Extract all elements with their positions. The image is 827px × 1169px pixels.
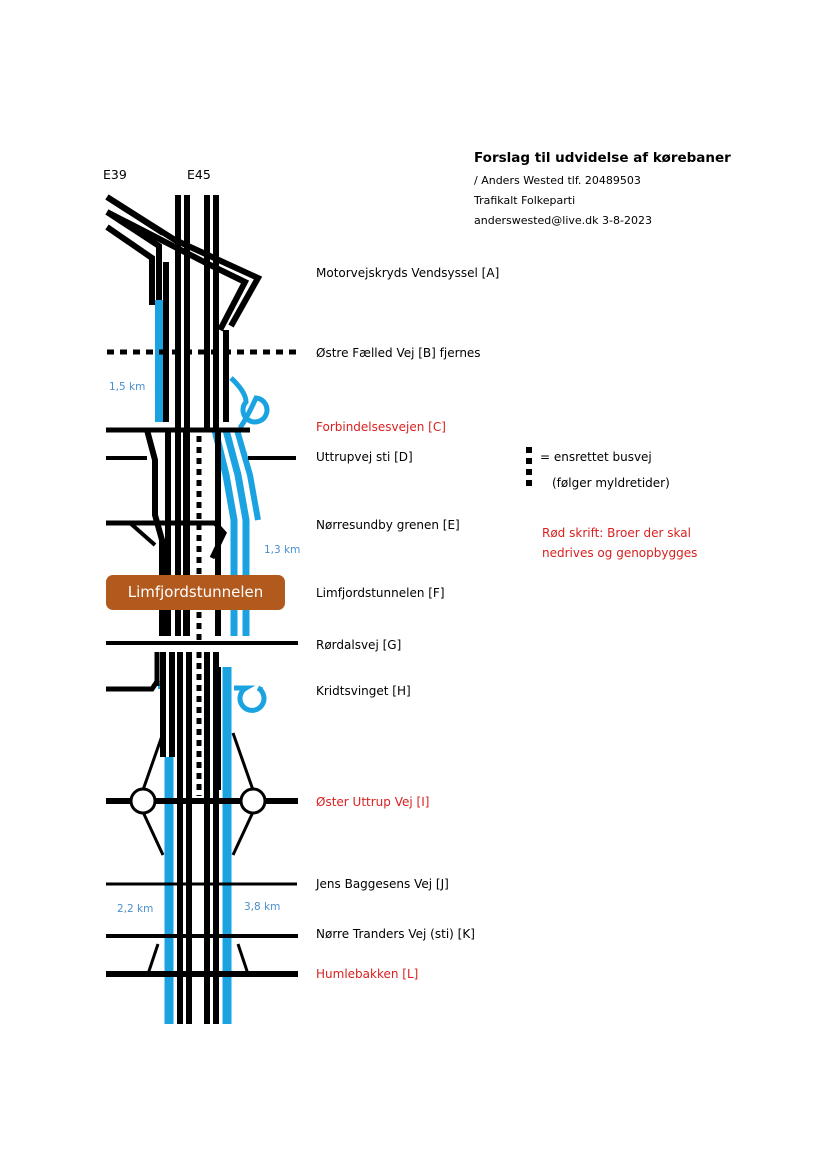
contact-line: anderswested@live.dk 3-8-2023 (474, 214, 652, 227)
road-label-k: Nørre Tranders Vej (sti) [K] (316, 927, 475, 941)
road-label-l: Humlebakken [L] (316, 967, 419, 981)
tunnel-label: Limfjordstunnelen (106, 575, 285, 610)
road-label-e: Nørresundby grenen [E] (316, 518, 460, 532)
author-line: / Anders Wested tlf. 20489503 (474, 174, 641, 187)
document-title: Forslag til udvidelse af kørebaner (474, 150, 731, 166)
party-line: Trafikalt Folkeparti (474, 194, 576, 207)
road-label-h: Kridtsvinget [H] (316, 684, 411, 698)
road-label-i: Øster Uttrup Vej [I] (316, 795, 430, 809)
distance-label-2: 1,3 km (264, 544, 301, 556)
road-label-f: Limfjordstunnelen [F] (316, 586, 445, 600)
cross-roads (106, 349, 299, 977)
legend-bus-line1: = ensrettet busvej (540, 450, 652, 464)
road-label-c: Forbindelsesvejen [C] (316, 420, 446, 434)
distance-label-3: 2,2 km (117, 903, 154, 915)
highway-label-e45: E45 (187, 167, 211, 182)
road-label-g: Rørdalsvej [G] (316, 638, 402, 652)
legend-red-line1: Rød skrift: Broer der skal (542, 526, 691, 540)
road-label-j: Jens Baggesens Vej [J] (316, 877, 449, 891)
road-label-d: Uttrupvej sti [D] (316, 450, 413, 464)
roundabouts (129, 787, 267, 815)
distance-label-4: 3,8 km (244, 901, 281, 913)
legend-red-line2: nedrives og genopbygges (542, 546, 698, 560)
road-label-b: Østre Fælled Vej [B] fjernes (316, 346, 481, 360)
distance-label-1: 1,5 km (109, 381, 146, 393)
bus-lane-legend-icon (526, 447, 533, 487)
road-label-a: Motorvejskryds Vendsyssel [A] (316, 266, 500, 280)
legend-bus-line2: (følger myldretider) (552, 476, 670, 490)
highway-label-e39: E39 (103, 167, 127, 182)
